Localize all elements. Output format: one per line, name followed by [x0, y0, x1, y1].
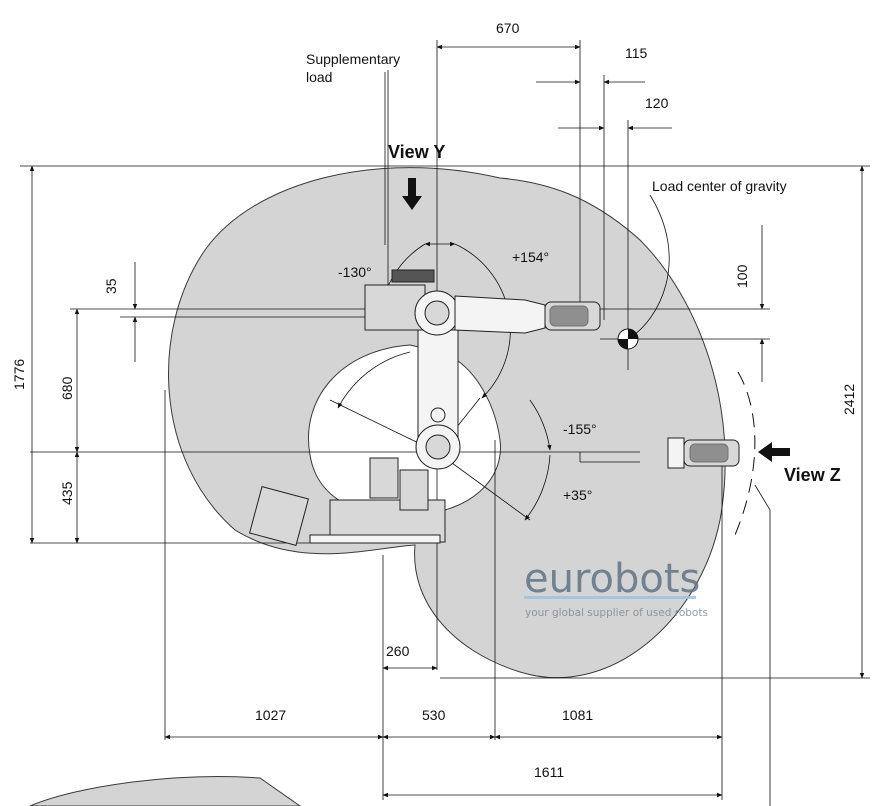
supplementary-load-label-line2: load — [306, 69, 332, 85]
dim-260: 260 — [386, 643, 410, 659]
dim-100: 100 — [734, 264, 750, 288]
dim-680: 680 — [59, 376, 75, 400]
dim-435: 435 — [59, 481, 75, 505]
watermark-tagline: your global supplier of used robots — [525, 607, 708, 619]
dim-115: 115 — [625, 45, 648, 61]
dim-670: 670 — [496, 20, 520, 36]
load-center-label: Load center of gravity — [652, 178, 787, 194]
dim-1081: 1081 — [562, 707, 593, 723]
angle-minus-155: -155° — [563, 421, 597, 437]
lower-envelope-fragment — [29, 776, 301, 806]
angle-plus-154: +154° — [512, 249, 549, 265]
dim-2412: 2412 — [841, 384, 857, 415]
view-y-label: View Y — [388, 142, 445, 162]
dim-120: 120 — [645, 95, 669, 111]
angle-plus-35: +35° — [563, 487, 592, 503]
eurobots-watermark: eurobots your global supplier of used ro… — [524, 556, 708, 619]
dim-1611: 1611 — [534, 764, 564, 780]
dim-1776: 1776 — [11, 359, 27, 390]
dim-1027: 1027 — [255, 707, 286, 723]
robot-figure — [248, 269, 740, 547]
supplementary-load-label-line1: Supplementary — [306, 51, 400, 67]
watermark-brand: eurobots — [524, 556, 700, 602]
dim-35: 35 — [103, 278, 119, 294]
view-z-arrow — [758, 442, 790, 462]
angle-minus-130: -130° — [338, 264, 372, 280]
view-y-arrow — [402, 178, 422, 210]
dim-530: 530 — [422, 707, 446, 723]
view-z-label: View Z — [784, 465, 841, 485]
